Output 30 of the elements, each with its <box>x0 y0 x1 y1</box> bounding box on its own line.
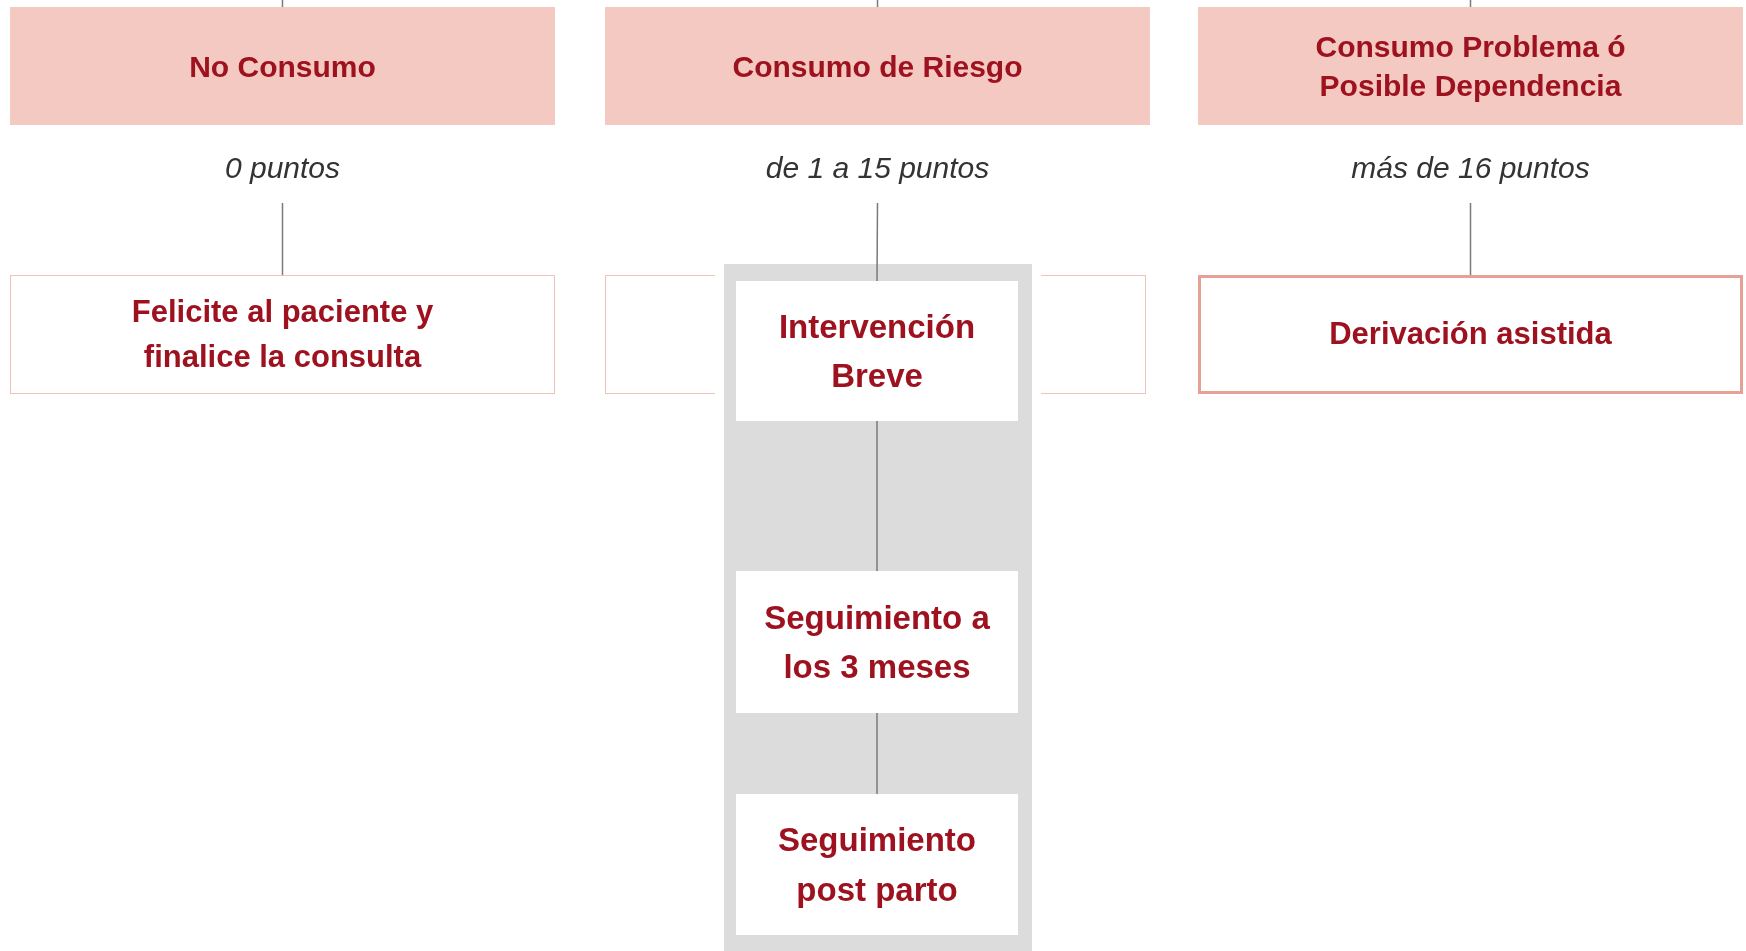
node-label: Intervención Breve <box>777 306 977 396</box>
node-label: Consumo de Riesgo <box>732 48 1023 85</box>
node-label: No Consumo <box>189 48 376 85</box>
score-range-text: 0 puntos <box>224 150 341 186</box>
score-range-text: de 1 a 15 puntos <box>765 150 990 186</box>
score-range-text: más de 16 puntos <box>1351 150 1590 186</box>
empty-box <box>1041 275 1146 394</box>
connector-line <box>876 420 878 572</box>
connector-line <box>876 0 879 8</box>
category-box <box>605 7 1150 125</box>
category-box <box>10 7 555 125</box>
step-box <box>736 281 1018 421</box>
action-box <box>10 275 555 394</box>
connector-line <box>876 712 878 795</box>
connector-line <box>281 202 284 276</box>
connector-line <box>876 202 879 282</box>
node-label: Seguimiento a los 3 meses <box>763 597 991 687</box>
connector-line <box>1469 0 1472 8</box>
node-label: Seguimiento post parto <box>777 820 977 910</box>
empty-box <box>605 275 715 394</box>
node-label: Felicite al paciente y finalice la consulta <box>130 292 435 376</box>
step-box <box>736 794 1018 935</box>
node-label: Derivación asistida <box>1329 315 1612 354</box>
node-label: Consumo Problema ó Posible Dependencia <box>1314 29 1627 104</box>
action-box <box>1198 275 1743 394</box>
connector-line <box>1469 202 1472 276</box>
panel-band <box>724 264 1032 951</box>
category-box <box>1198 7 1743 125</box>
step-box <box>736 571 1018 713</box>
connector-line <box>281 0 284 8</box>
